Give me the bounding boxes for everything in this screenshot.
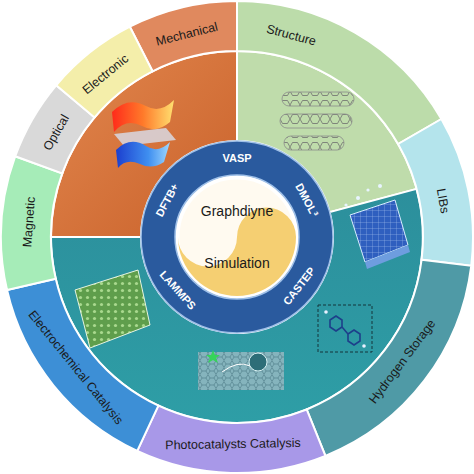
ring-shape — [141, 141, 333, 333]
molecule-cell — [318, 305, 372, 352]
teal-sector — [51, 189, 423, 423]
core-label: Simulation — [204, 256, 269, 271]
software-label: DFTB+ — [154, 181, 181, 218]
segment-shape — [307, 260, 472, 456]
segment-label: Hydrogen Storage — [367, 318, 439, 407]
ion-dot — [366, 188, 369, 191]
core-label: Graphdiyne — [201, 204, 273, 219]
hydrogen-atom — [324, 310, 328, 314]
electron-path — [222, 364, 250, 372]
segment-label: LIBs — [433, 187, 451, 214]
ion-dot — [378, 184, 382, 188]
segment-label: Optical — [41, 113, 72, 154]
segment-label: Mechanical — [154, 21, 219, 50]
segment-label: Electrochemical Catalysis — [25, 308, 125, 427]
carbon-ring — [330, 316, 342, 331]
segment-shape — [15, 85, 94, 173]
slab-side — [365, 245, 410, 269]
orange-sector — [51, 51, 237, 237]
electrode — [75, 270, 150, 348]
electrode-sheet — [75, 270, 150, 348]
photocatalyst-sheet — [198, 350, 284, 390]
band-surfaces — [112, 100, 176, 168]
segment-label: Photocatalysts Catalysis — [166, 437, 302, 453]
yin-half — [178, 208, 296, 297]
segment-shape — [7, 279, 158, 451]
particle — [249, 353, 267, 371]
upper-band — [112, 100, 174, 132]
segment-shape — [398, 119, 473, 266]
segment-shape — [56, 27, 152, 118]
software-label: LAMMPS — [158, 268, 199, 312]
core-circle — [178, 178, 296, 296]
software-label: VASP — [222, 152, 251, 164]
segment-label: Structure — [265, 23, 318, 49]
fermi-plane — [114, 128, 176, 146]
battery-slab — [344, 184, 410, 269]
segment-shape — [237, 1, 441, 144]
unit-cell — [318, 305, 372, 352]
light-star — [206, 350, 220, 363]
hydrogen-atom — [362, 344, 366, 348]
segment-label: Electronic — [80, 53, 131, 98]
carbon-ring — [348, 330, 360, 345]
segment-shape — [130, 1, 237, 71]
lattice-strand — [284, 136, 344, 150]
software-label: DMOL³ — [293, 181, 321, 219]
lattice-strand — [282, 92, 354, 106]
segment-label: Magnetic — [21, 197, 38, 249]
lattice-strand — [280, 114, 352, 128]
ion-dot — [356, 196, 360, 200]
lattice-strands — [280, 92, 354, 150]
acetylene-link — [342, 327, 348, 334]
segment-shape — [1, 156, 62, 290]
lower-band — [116, 142, 170, 168]
segment-shape — [137, 406, 325, 473]
software-label: CASTEP — [281, 264, 318, 307]
ion-dot — [344, 203, 347, 206]
green-sector — [237, 51, 417, 212]
